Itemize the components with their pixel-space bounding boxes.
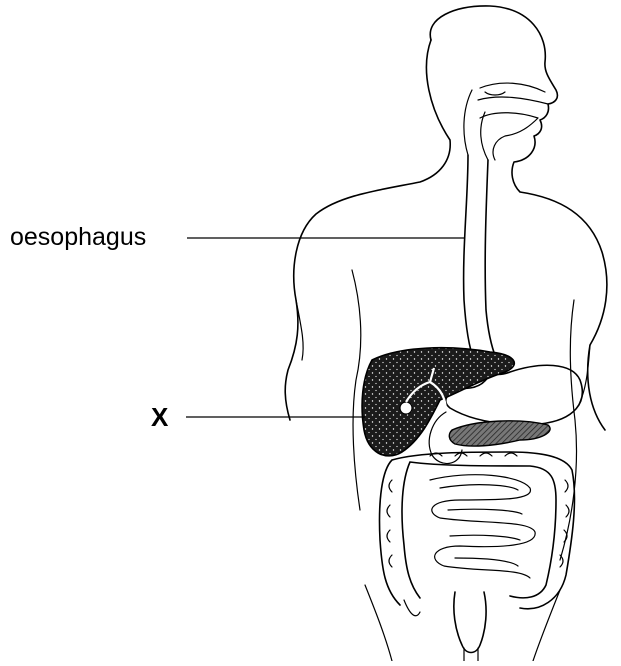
appendix <box>404 600 420 616</box>
gall-bladder <box>400 402 412 414</box>
pelvis-right <box>533 590 560 661</box>
large-intestine <box>380 452 575 609</box>
oesophagus-label: oesophagus <box>10 223 146 252</box>
pelvis-left <box>365 585 392 661</box>
left-torso <box>352 270 361 510</box>
small-intestine-inner <box>440 485 522 566</box>
small-intestine <box>430 475 535 578</box>
x-label: X <box>151 402 168 433</box>
pancreas <box>449 421 550 446</box>
oesophagus-tube-left <box>464 155 474 360</box>
nasal-cavity <box>478 83 548 104</box>
rectum <box>454 592 486 653</box>
pharynx <box>464 90 488 160</box>
colon-haustra <box>387 453 569 567</box>
oesophagus-tube-right <box>485 160 496 358</box>
mouth-tongue <box>480 113 538 160</box>
